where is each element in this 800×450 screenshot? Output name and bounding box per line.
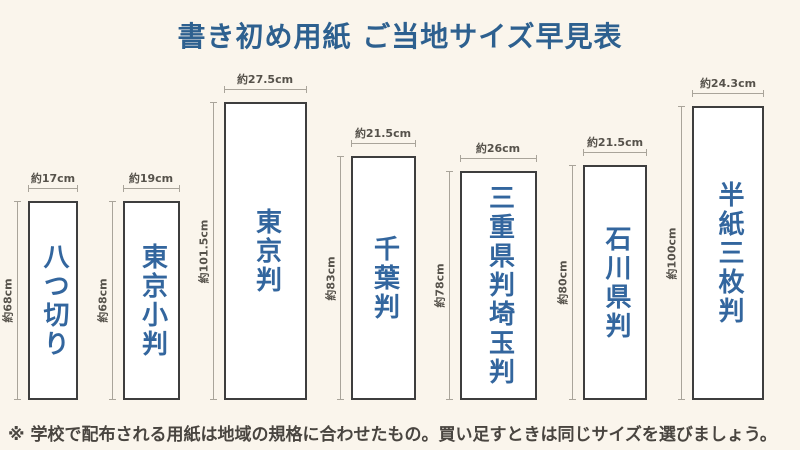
height-measure-label-wrap: 約68cm (1, 201, 15, 400)
height-measure-label: 約78cm (433, 263, 447, 308)
paper-rect: 東京判 (224, 102, 307, 400)
width-measure-line (351, 140, 416, 147)
height-measure-label: 約80cm (556, 260, 570, 305)
paper-name-line: 三重県判 (484, 184, 515, 300)
width-measure-line (583, 149, 647, 156)
paper-name-line: 東京小判 (137, 242, 168, 359)
width-measure-line (224, 86, 307, 93)
paper-rect: 千葉判 (351, 156, 416, 400)
width-measure-label: 約27.5cm (236, 73, 294, 86)
width-measure-line (123, 185, 180, 192)
width-measure-label: 約17cm (30, 172, 76, 185)
paper-name: 三重県判埼玉判 (484, 184, 514, 387)
width-measure-line (28, 185, 78, 192)
width-measure-label: 約26cm (475, 142, 521, 155)
paper-name: 千葉判 (369, 235, 399, 322)
paper-name: 東京小判 (137, 243, 167, 359)
paper-rect: 八つ切り (28, 201, 78, 400)
height-measure-line (569, 165, 576, 400)
height-measure-label: 約68cm (96, 278, 110, 323)
height-measure-line (109, 201, 116, 400)
height-measure-label-wrap: 約80cm (556, 165, 570, 400)
width-measure-label: 約24.3cm (699, 77, 757, 90)
width-measure-label: 約21.5cm (354, 127, 412, 140)
paper-name: 八つ切り (38, 242, 69, 359)
height-measure-label-wrap: 約100cm (665, 106, 679, 400)
height-measure-label: 約101.5cm (197, 219, 211, 283)
height-measure-label-wrap: 約68cm (96, 201, 110, 400)
paper-name-line: 千葉判 (369, 234, 400, 322)
paper-name-line: 八つ切り (38, 242, 69, 359)
width-measure-label: 約21.5cm (586, 136, 644, 149)
paper-name-line: 埼玉判 (484, 300, 515, 387)
paper-name: 東京判 (251, 208, 281, 295)
paper-rect: 半紙三枚判 (692, 106, 764, 400)
paper-name: 石川県判 (600, 224, 631, 341)
paper-name-line: 石川県判 (600, 224, 631, 341)
height-measure-label: 約68cm (1, 278, 15, 323)
height-measure-label-wrap: 約78cm (433, 171, 447, 400)
paper-rect: 石川県判 (583, 165, 647, 400)
width-measure-label: 約19cm (128, 172, 174, 185)
height-measure-label: 約83cm (324, 255, 338, 301)
height-measure-line (337, 156, 344, 400)
height-measure-line (446, 171, 453, 400)
height-measure-line (210, 102, 217, 400)
paper-name-line: 半紙三枚判 (713, 180, 744, 326)
height-measure-line (14, 201, 21, 400)
height-measure-label: 約100cm (665, 227, 679, 279)
paper-name-line: 東京判 (251, 207, 282, 295)
paper-rect: 三重県判埼玉判 (460, 171, 537, 400)
height-measure-line (678, 106, 685, 400)
page-title: 書き初め用紙 ご当地サイズ早見表 (177, 20, 623, 53)
paper-rect: 東京小判 (123, 201, 180, 400)
width-measure-line (460, 155, 537, 162)
width-measure-line (692, 90, 764, 97)
height-measure-label-wrap: 約83cm (324, 156, 338, 400)
paper-name: 半紙三枚判 (713, 180, 744, 326)
footnote: ※ 学校で配布される用紙は地域の規格に合わせたもの。買い足すときは同じサイズを選… (8, 425, 777, 445)
height-measure-label-wrap: 約101.5cm (197, 102, 211, 400)
